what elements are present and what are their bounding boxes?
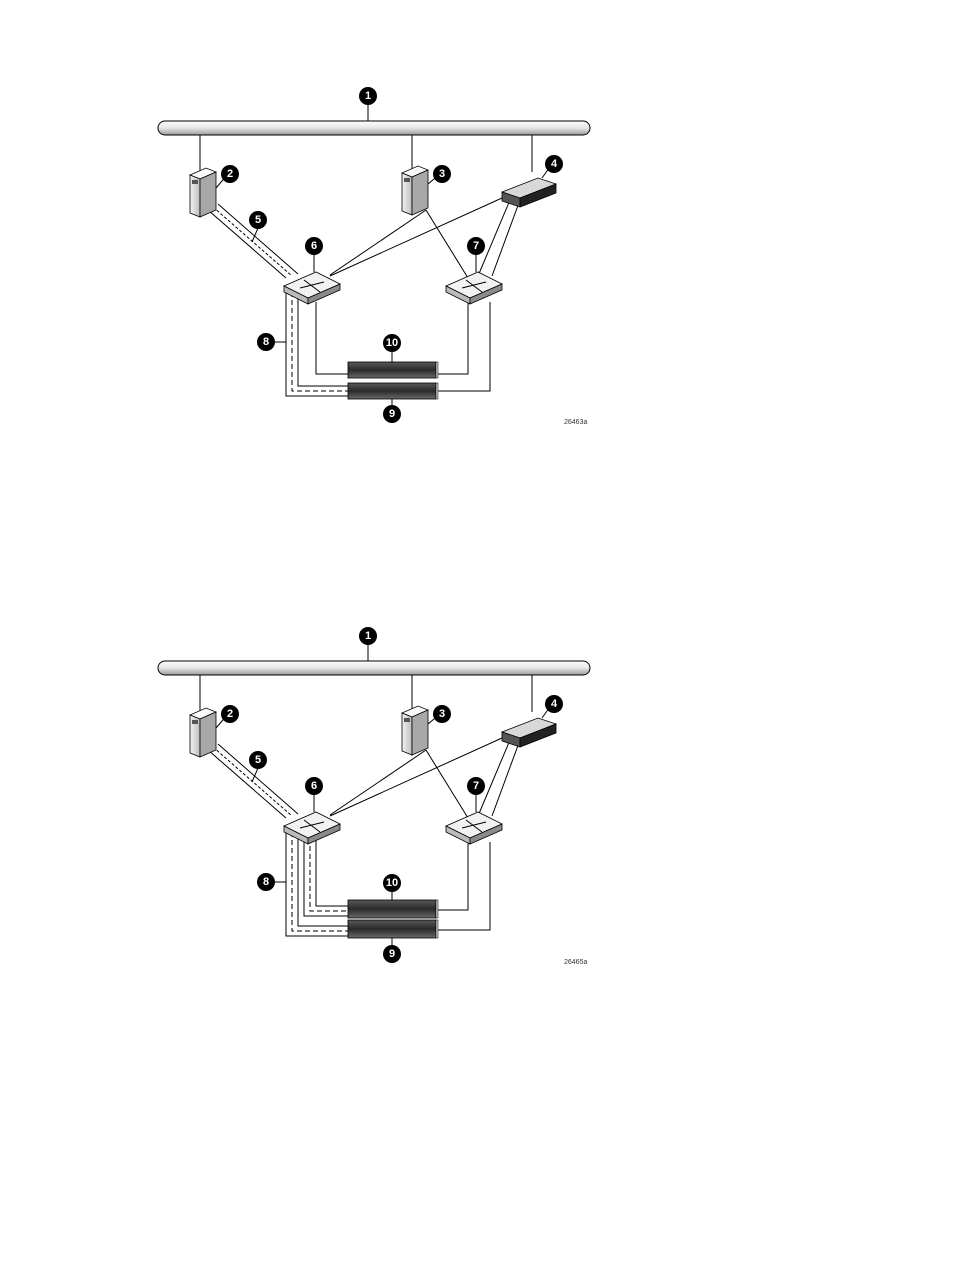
- network-diagram-2: 1 2 3 4 5 6 7 8 9 10 26465a: [140, 620, 610, 980]
- storage-array-9-icon: [348, 920, 438, 938]
- callout-3: 3: [433, 165, 451, 183]
- svg-text:6: 6: [311, 240, 317, 252]
- callout-6: 6: [305, 777, 323, 795]
- svg-text:5: 5: [255, 214, 261, 226]
- callout-9: 9: [383, 405, 401, 423]
- callout-4: 4: [545, 155, 563, 173]
- storage-link-8: [286, 830, 348, 936]
- callout-8: 8: [257, 333, 275, 351]
- lan-bus: [158, 661, 590, 675]
- svg-text:2: 2: [227, 168, 233, 180]
- server-2-icon: [190, 168, 216, 217]
- diagram-canvas: 1 2 3 4 5 6 7 8 9 10 26465a: [140, 620, 610, 980]
- svg-text:8: 8: [263, 336, 269, 348]
- callout-10: 10: [383, 334, 401, 352]
- svg-text:9: 9: [389, 948, 395, 960]
- svg-text:10: 10: [386, 877, 398, 889]
- lan-bus: [158, 121, 590, 135]
- storage-link-8: [286, 290, 348, 396]
- switch-7-icon: [446, 812, 502, 844]
- diagram-canvas: 1 2 3 4 5 6 7 8 9 10 26463a: [140, 80, 610, 440]
- svg-text:1: 1: [365, 90, 371, 102]
- callout-5: 5: [249, 751, 267, 769]
- figure-id: 26465a: [564, 959, 587, 966]
- callout-2: 2: [221, 705, 239, 723]
- svg-text:2: 2: [227, 708, 233, 720]
- svg-text:3: 3: [439, 168, 445, 180]
- appliance-4-icon: [502, 718, 556, 747]
- callout-4: 4: [545, 695, 563, 713]
- server-3-icon: [402, 166, 428, 215]
- storage-array-10-icon: [348, 900, 438, 918]
- callout-9: 9: [383, 945, 401, 963]
- svg-text:4: 4: [551, 158, 558, 170]
- storage-array-9-icon: [348, 383, 438, 399]
- storage-array-10-icon: [348, 362, 438, 378]
- callout-7: 7: [467, 777, 485, 795]
- server-3-icon: [402, 706, 428, 755]
- svg-text:6: 6: [311, 780, 317, 792]
- callout-7: 7: [467, 237, 485, 255]
- storage-link-10: [304, 836, 348, 916]
- callout-5: 5: [249, 211, 267, 229]
- svg-text:7: 7: [473, 240, 479, 252]
- switch-7-icon: [446, 272, 502, 304]
- figure-id: 26463a: [564, 419, 587, 426]
- network-diagram-1: 1 2 3 4 5 6 7 8 9 10 26463a: [140, 80, 610, 440]
- svg-text:4: 4: [551, 698, 558, 710]
- callout-1: 1: [359, 627, 377, 645]
- svg-text:7: 7: [473, 780, 479, 792]
- callout-8: 8: [257, 873, 275, 891]
- callout-3: 3: [433, 705, 451, 723]
- svg-text:8: 8: [263, 876, 269, 888]
- appliance-4-icon: [502, 178, 556, 207]
- svg-text:1: 1: [365, 630, 371, 642]
- switch-6-icon: [284, 272, 340, 304]
- callout-10: 10: [383, 874, 401, 892]
- callout-2: 2: [221, 165, 239, 183]
- callout-6: 6: [305, 237, 323, 255]
- callout-1: 1: [359, 87, 377, 105]
- svg-text:10: 10: [386, 337, 398, 349]
- svg-text:9: 9: [389, 408, 395, 420]
- svg-text:3: 3: [439, 708, 445, 720]
- svg-text:5: 5: [255, 754, 261, 766]
- server-2-icon: [190, 708, 216, 757]
- switch-6-icon: [284, 812, 340, 844]
